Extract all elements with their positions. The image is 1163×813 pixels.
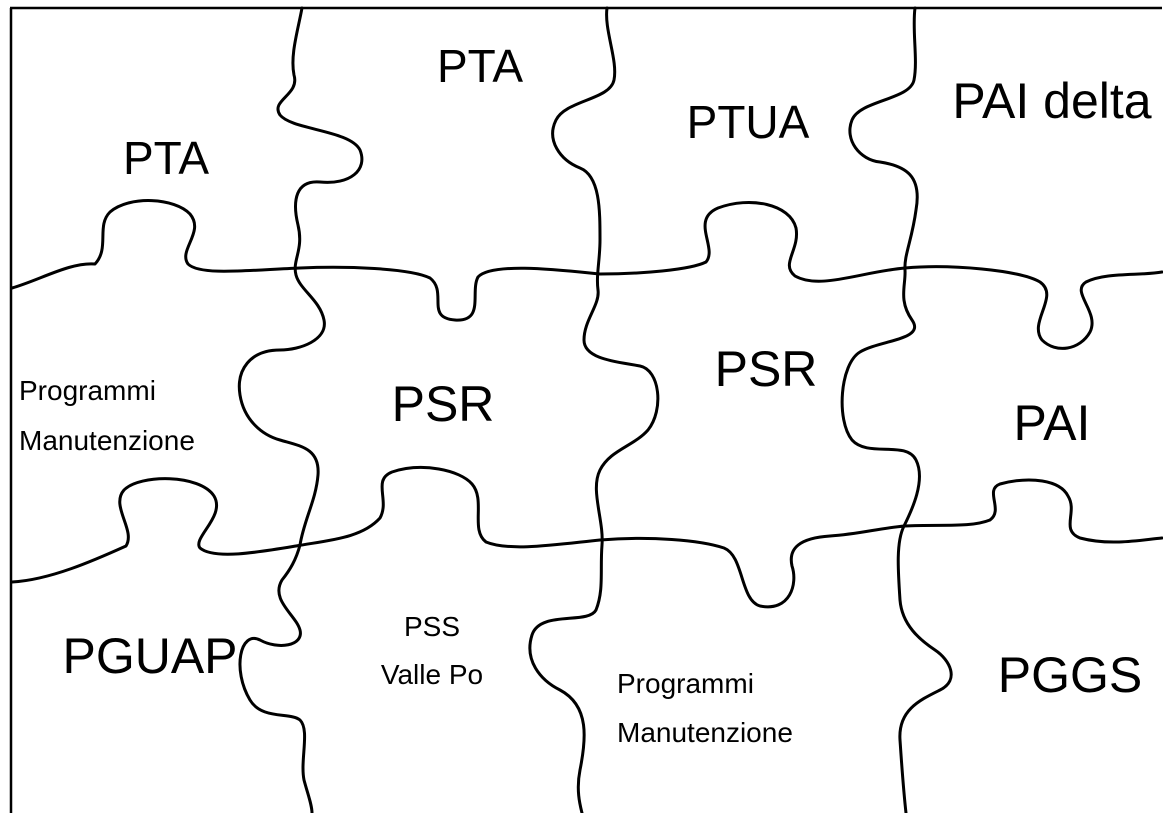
piece-label-row2-col4: PAI bbox=[1014, 395, 1091, 451]
horizontal-seam-2 bbox=[10, 466, 1163, 609]
horizontal-seam-1 bbox=[10, 199, 1163, 350]
piece-label-row1-col4: PAI delta bbox=[952, 73, 1151, 129]
piece-label-row1-col2: PTA bbox=[437, 40, 523, 92]
piece-label-row2-col1-line1: Programmi bbox=[19, 375, 156, 406]
vertical-seam-3 bbox=[840, 6, 953, 813]
piece-label-row1-col1: PTA bbox=[123, 132, 209, 184]
piece-label-row1-col3: PTUA bbox=[687, 96, 810, 148]
piece-label-row3-col4: PGGS bbox=[998, 647, 1142, 703]
vertical-seam-1 bbox=[237, 6, 364, 813]
piece-label-row2-col1-line2: Manutenzione bbox=[19, 425, 195, 456]
piece-label-row3-col2-line2: Valle Po bbox=[381, 659, 483, 690]
piece-label-row3-col2-line1: PSS bbox=[404, 611, 460, 642]
piece-label-row2-col3: PSR bbox=[715, 341, 818, 397]
piece-label-row3-col1: PGUAP bbox=[62, 628, 237, 684]
piece-label-row2-col2: PSR bbox=[392, 376, 495, 432]
piece-label-row3-col3-line2: Manutenzione bbox=[617, 717, 793, 748]
piece-label-row3-col3-line1: Programmi bbox=[617, 668, 754, 699]
vertical-seam-2 bbox=[528, 6, 660, 813]
